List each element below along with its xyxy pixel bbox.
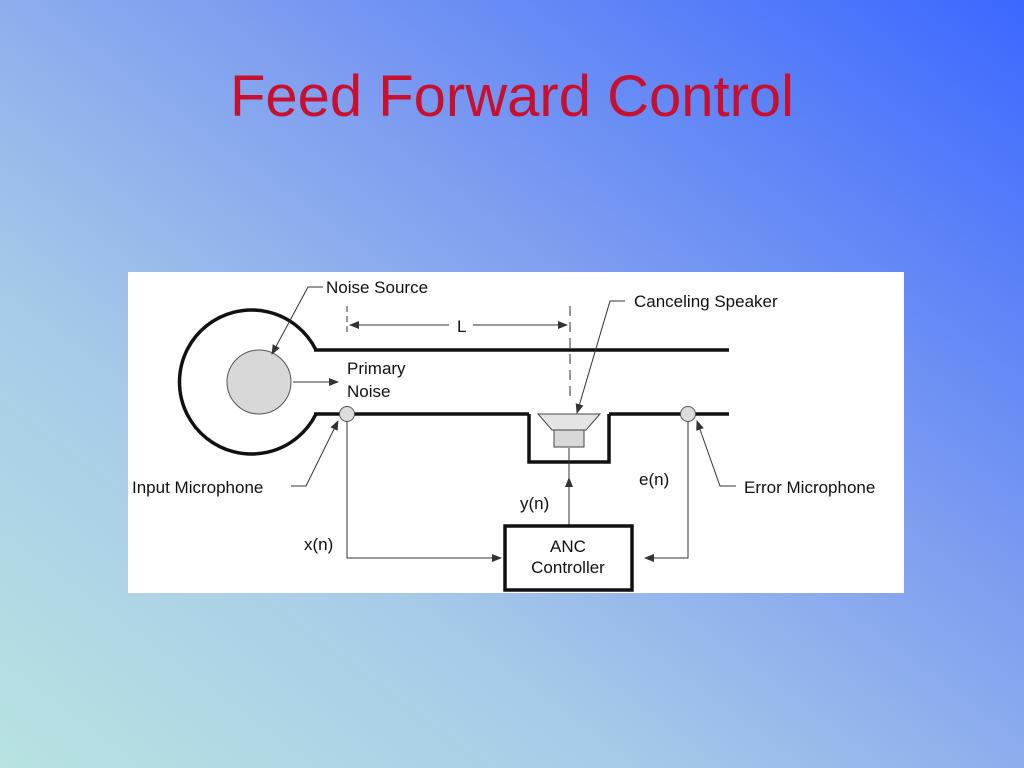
canceling-speaker-label: Canceling Speaker: [634, 292, 778, 311]
error-microphone-pointer: [696, 420, 736, 487]
noise-source-label: Noise Source: [326, 278, 428, 297]
input-microphone-label: Input Microphone: [132, 478, 263, 497]
input-microphone-icon: [339, 406, 355, 422]
primary-noise-label-line1: Primary: [347, 359, 406, 378]
x-signal-label: x(n): [304, 535, 333, 554]
duct-enclosure-outline: [177, 308, 318, 456]
e-signal-line: [644, 422, 689, 562]
e-signal-label: e(n): [639, 470, 669, 489]
anc-controller-label-line2: Controller: [531, 558, 605, 577]
anc-controller-label-line1: ANC: [550, 537, 586, 556]
error-microphone-label: Error Microphone: [744, 478, 875, 497]
anc-diagram: Noise Source Primary Noise L Canceling S…: [128, 272, 904, 593]
slide-title: Feed Forward Control: [229, 64, 795, 129]
anc-diagram-svg: Noise Source Primary Noise L Canceling S…: [132, 278, 875, 592]
input-microphone-pointer: [291, 420, 339, 487]
x-signal-line: [346, 422, 502, 562]
noise-source-circle: [226, 349, 292, 415]
error-microphone-icon: [680, 406, 696, 422]
canceling-speaker-icon: [536, 413, 602, 448]
anc-controller-box: [503, 524, 634, 592]
length-label: L: [457, 317, 466, 336]
noise-source-pointer: [271, 286, 323, 355]
primary-noise-label-line2: Noise: [347, 382, 390, 401]
canceling-speaker-pointer: [575, 300, 625, 414]
y-signal-label: y(n): [520, 494, 549, 513]
